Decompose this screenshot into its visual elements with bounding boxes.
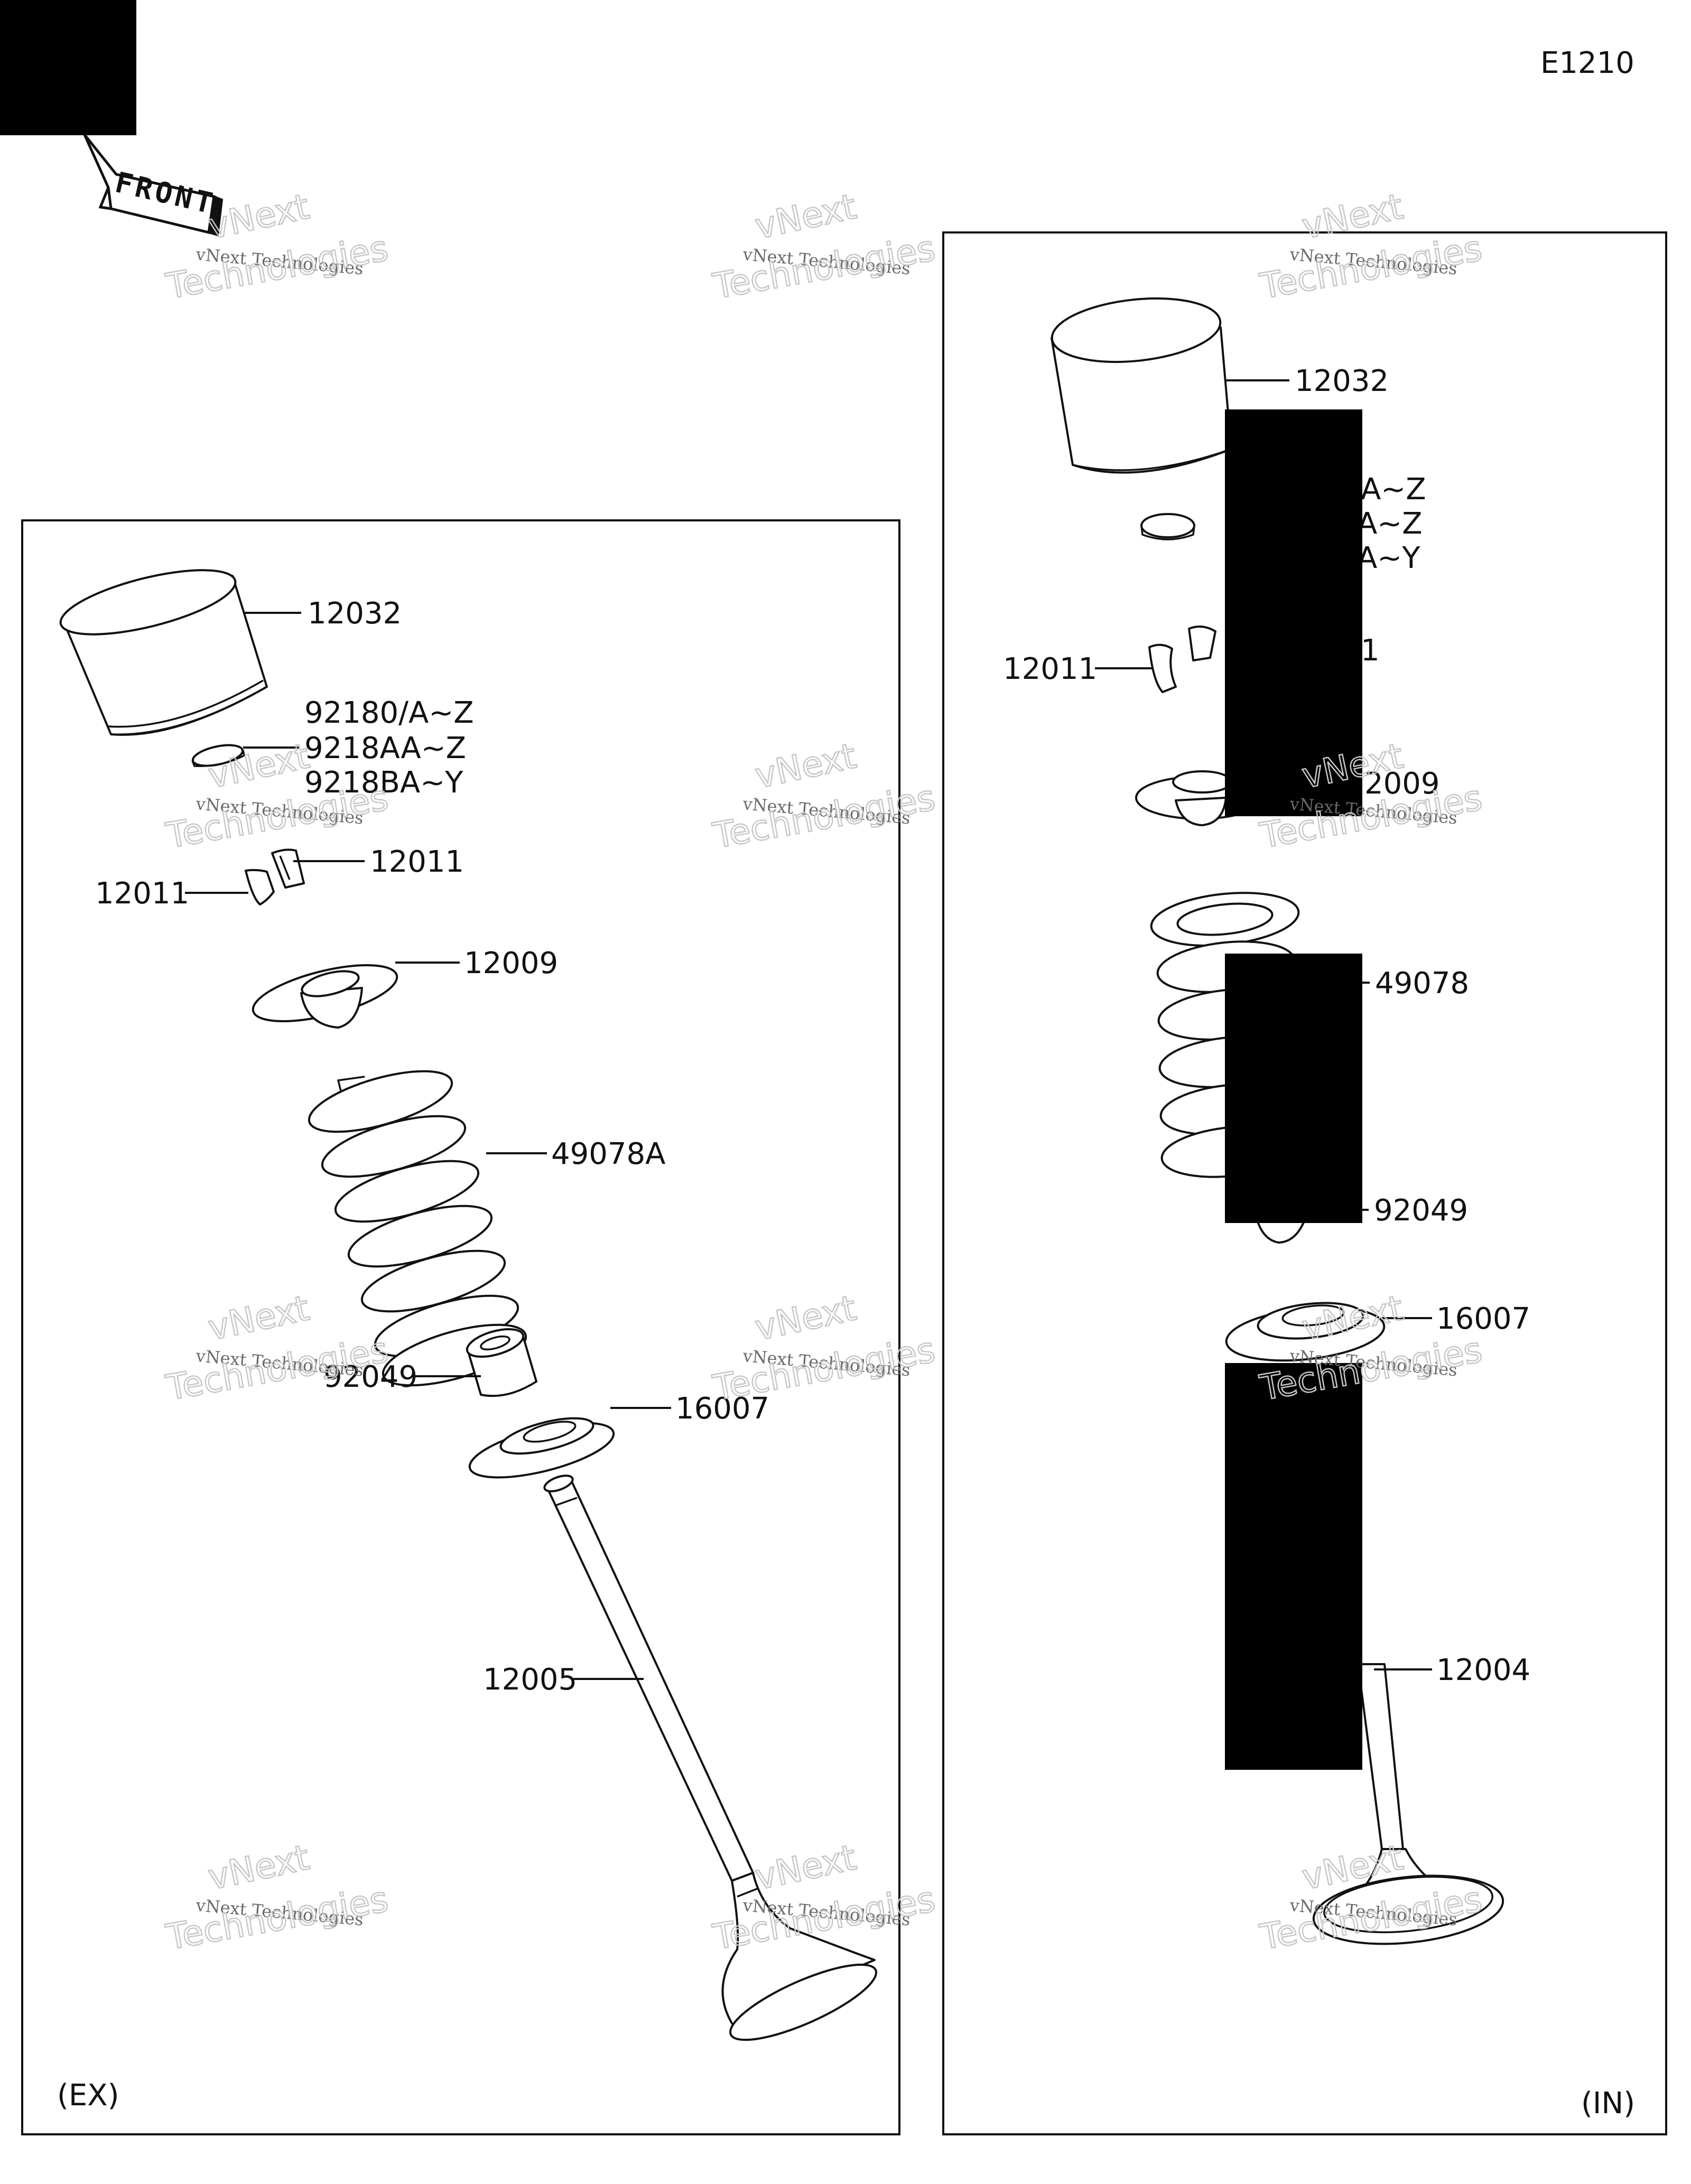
ex-callout-49078A: 49078A [551, 1137, 665, 1171]
redaction-block-1 [1225, 409, 1362, 816]
corner-block [0, 0, 136, 135]
exhaust-cotters [245, 848, 305, 906]
in-callout-49078: 49078 [1375, 966, 1469, 1001]
redaction-block-2 [1225, 954, 1362, 1223]
intake-spring-seat [1225, 1302, 1386, 1362]
watermark-outline: Technologies [163, 1879, 391, 1958]
exhaust-retainer [252, 964, 398, 1029]
in-callout-retainer: 2009 [1364, 767, 1440, 801]
intake-valve [1312, 1663, 1504, 1945]
front-arrow-icon: FRONT [83, 134, 224, 237]
ex-callout-92049: 92049 [323, 1360, 417, 1394]
watermark-overlay: vNext [205, 1837, 313, 1898]
watermark-overlay: vNext [751, 1287, 860, 1348]
ex-callout-12009: 12009 [464, 946, 558, 981]
in-callout-12032: 12032 [1295, 364, 1389, 398]
watermark-outline: Technologies [710, 1329, 938, 1408]
ex-callout-cotter-left: 12011 [95, 876, 189, 911]
watermark-outline: Technologies [163, 228, 391, 307]
intake-cotters [1148, 626, 1216, 693]
ex-callout-shim-2: 9218AA~Z [304, 731, 466, 766]
watermark-overlay: vNext [751, 1837, 860, 1898]
watermark-overlay: vNext [205, 186, 313, 247]
exhaust-seal [466, 1328, 537, 1397]
diagram-code: E1210 [1540, 46, 1634, 80]
in-callout-cotter-right: 1 [1361, 633, 1380, 668]
watermark-overlay: vNext [751, 735, 860, 796]
exhaust-assembly: 12032 92180/A~Z 9218AA~Z 9218BA~Y 12011 … [57, 569, 877, 2113]
watermark-overlay: vNext [205, 1287, 313, 1348]
intake-shim [1140, 513, 1195, 540]
ex-callout-shim-3: 9218BA~Y [304, 766, 463, 800]
ex-callout-shim-1: 92180/A~Z [304, 696, 474, 730]
in-callout-92049: 92049 [1374, 1193, 1468, 1228]
exhaust-lifter [59, 569, 268, 736]
intake-frame [942, 231, 1667, 2135]
in-callout-12004: 12004 [1436, 1653, 1530, 1687]
exhaust-spring-seat [468, 1417, 615, 1479]
ex-callout-16007: 16007 [675, 1392, 769, 1426]
watermark-outline: Technologies [710, 228, 938, 307]
in-callout-shim-1: A~Z [1361, 472, 1426, 507]
intake-side-label: (IN) [1581, 2086, 1635, 2121]
intake-lifter [1051, 297, 1232, 474]
exhaust-valve [543, 1474, 877, 2041]
watermark-outline: Technologies [163, 1329, 391, 1408]
exhaust-shim [191, 744, 245, 767]
watermark-outline: Technologies [1257, 228, 1485, 307]
exhaust-side-label: (EX) [57, 2078, 119, 2113]
ex-callout-12032: 12032 [308, 596, 402, 631]
exhaust-spring [308, 1070, 527, 1387]
watermark-overlay: vNext [205, 735, 313, 796]
watermark-outline: Technologies [163, 777, 391, 856]
watermark-outline: Technologies [710, 777, 938, 856]
watermark-overlay: vNext [1298, 186, 1407, 247]
ex-callout-cotter-right: 12011 [370, 845, 464, 879]
in-callout-cotter-left: 12011 [1003, 652, 1097, 686]
in-callout-shim-2: A~Z [1357, 507, 1423, 541]
ex-callout-12005: 12005 [483, 1663, 577, 1697]
redaction-block-3 [1225, 1363, 1362, 1770]
in-callout-16007: 16007 [1436, 1302, 1530, 1336]
in-callout-shim-3: A~Y [1357, 541, 1420, 575]
watermark-overlay: vNext [751, 186, 860, 247]
exhaust-frame [21, 519, 900, 2135]
